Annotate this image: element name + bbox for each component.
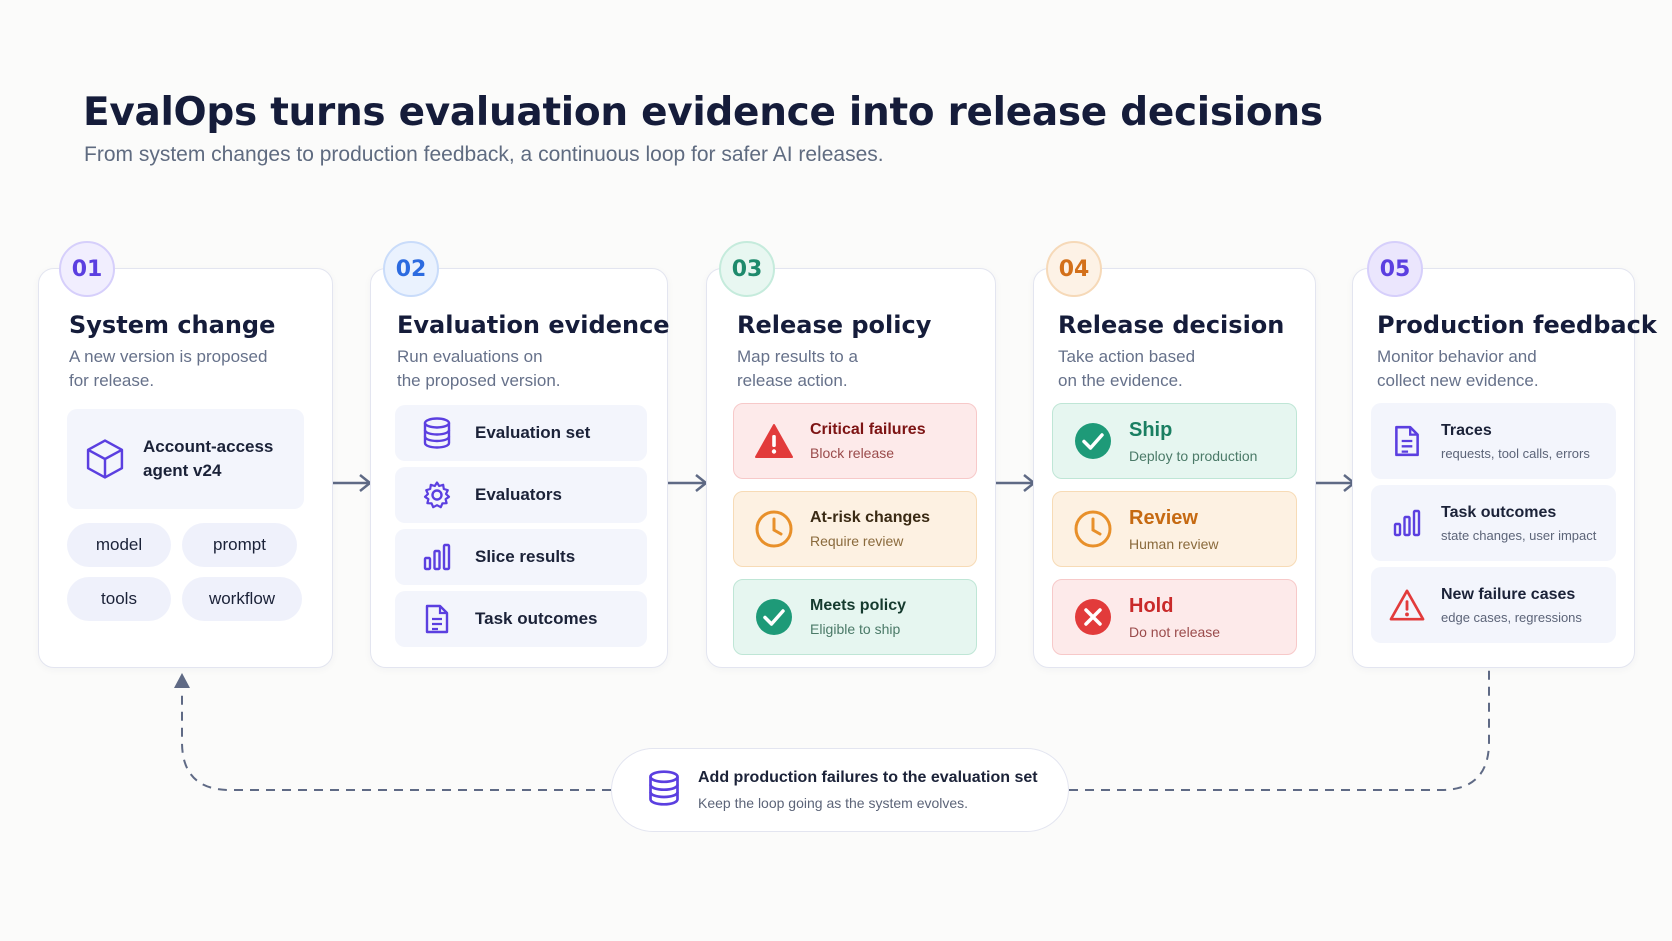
step-title: Release policy <box>737 311 932 339</box>
check-circle-icon <box>754 597 794 637</box>
step-badge: 02 <box>383 241 439 297</box>
arrow-step1-to-step2 <box>332 474 373 492</box>
evidence-item-task-outcomes[interactable]: Task outcomes <box>395 591 647 647</box>
item-label: Slice results <box>475 547 576 566</box>
loop-label: Add production failures to the evaluatio… <box>698 769 1038 786</box>
page-subtitle: From system changes to production feedba… <box>84 143 884 166</box>
step-badge: 03 <box>719 241 775 297</box>
feedback-item-new-failure-cases[interactable]: New failure cases edge cases, regression… <box>1371 567 1616 643</box>
x-circle-icon <box>1073 597 1113 637</box>
version-name-line1: Account-access <box>143 437 274 456</box>
feedback-item-task-outcomes[interactable]: Task outcomes state changes, user impact <box>1371 485 1616 561</box>
feedback-item-traces[interactable]: Traces requests, tool calls, errors <box>1371 403 1616 479</box>
document-icon <box>417 603 457 635</box>
pill-workflow[interactable]: workflow <box>182 577 302 621</box>
cube-icon <box>85 431 125 487</box>
bar-chart-icon <box>1387 507 1427 539</box>
status-sub: Human review <box>1129 535 1219 552</box>
status-label: Ship <box>1129 418 1173 441</box>
policy-meets-policy[interactable]: Meets policy Eligible to ship <box>733 579 977 655</box>
status-sub: Eligible to ship <box>810 621 901 637</box>
step-title: Evaluation evidence <box>397 311 670 339</box>
document-icon <box>1387 424 1427 458</box>
pill-prompt[interactable]: prompt <box>182 523 297 567</box>
loop-sub: Keep the loop going as the system evolve… <box>698 795 969 811</box>
evidence-item-evaluators[interactable]: Evaluators <box>395 467 647 523</box>
evidence-item-slice-results[interactable]: Slice results <box>395 529 647 585</box>
clock-icon <box>754 509 794 549</box>
status-sub: Do not release <box>1129 623 1221 640</box>
decision-review[interactable]: Review Human review <box>1052 491 1297 567</box>
clock-icon <box>1073 509 1113 549</box>
status-label: At-risk changes <box>810 509 931 526</box>
warning-icon <box>754 423 794 459</box>
step-card-system-change: 01 System change A new version is propos… <box>38 241 333 668</box>
item-label: Task outcomes <box>1441 503 1557 521</box>
step-title: Production feedback <box>1377 311 1657 339</box>
status-label: Meets policy <box>810 597 907 614</box>
step-badge: 05 <box>1367 241 1423 297</box>
item-label: Task outcomes <box>475 609 598 628</box>
status-sub: Deploy to production <box>1129 447 1258 464</box>
item-label: New failure cases <box>1441 585 1576 603</box>
step-badge: 04 <box>1046 241 1102 297</box>
gear-icon <box>417 480 457 510</box>
page-title: EvalOps turns evaluation evidence into r… <box>83 90 1323 135</box>
version-name-line2: agent v24 <box>143 461 222 480</box>
status-label: Review <box>1129 506 1198 529</box>
status-label: Hold <box>1129 594 1174 617</box>
feedback-loop-box: Add production failures to the evaluatio… <box>611 748 1069 832</box>
status-sub: Block release <box>810 445 895 461</box>
arrow-step2-to-step3 <box>668 474 709 492</box>
item-label: Evaluators <box>475 485 562 504</box>
status-label: Critical failures <box>810 421 926 438</box>
item-sub: edge cases, regressions <box>1441 609 1582 625</box>
policy-at-risk-changes[interactable]: At-risk changes Require review <box>733 491 977 567</box>
arrow-step3-to-step4 <box>996 474 1037 492</box>
check-circle-icon <box>1073 421 1113 461</box>
decision-ship[interactable]: Ship Deploy to production <box>1052 403 1297 479</box>
step-badge: 01 <box>59 241 115 297</box>
pill-tools[interactable]: tools <box>67 577 171 621</box>
policy-critical-failures[interactable]: Critical failures Block release <box>733 403 977 479</box>
step-card-evaluation-evidence: 02 Evaluation evidence Run evaluations o… <box>370 241 670 668</box>
item-label: Evaluation set <box>475 423 591 442</box>
step-card-production-feedback: 05 Production feedback Monitor behavior … <box>1352 241 1657 668</box>
step-title: System change <box>69 311 276 339</box>
bar-chart-icon <box>417 542 457 572</box>
item-label: Traces <box>1441 421 1492 439</box>
evidence-item-evaluation-set[interactable]: Evaluation set <box>395 405 647 461</box>
warning-icon <box>1387 588 1427 622</box>
decision-hold[interactable]: Hold Do not release <box>1052 579 1297 655</box>
status-sub: Require review <box>810 533 904 549</box>
database-icon <box>648 769 680 811</box>
pill-model[interactable]: model <box>67 523 171 567</box>
item-sub: state changes, user impact <box>1441 527 1597 543</box>
step-title: Release decision <box>1058 311 1285 339</box>
version-box: Account-access agent v24 <box>67 409 304 509</box>
database-icon <box>417 417 457 449</box>
item-sub: requests, tool calls, errors <box>1441 445 1590 461</box>
